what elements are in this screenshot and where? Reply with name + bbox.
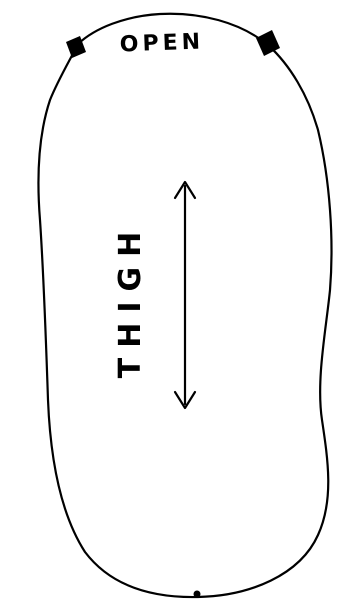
opening-label: OPEN — [119, 30, 204, 58]
piece-label: THIGH — [113, 222, 148, 378]
bottom-dot-mark — [194, 591, 201, 598]
